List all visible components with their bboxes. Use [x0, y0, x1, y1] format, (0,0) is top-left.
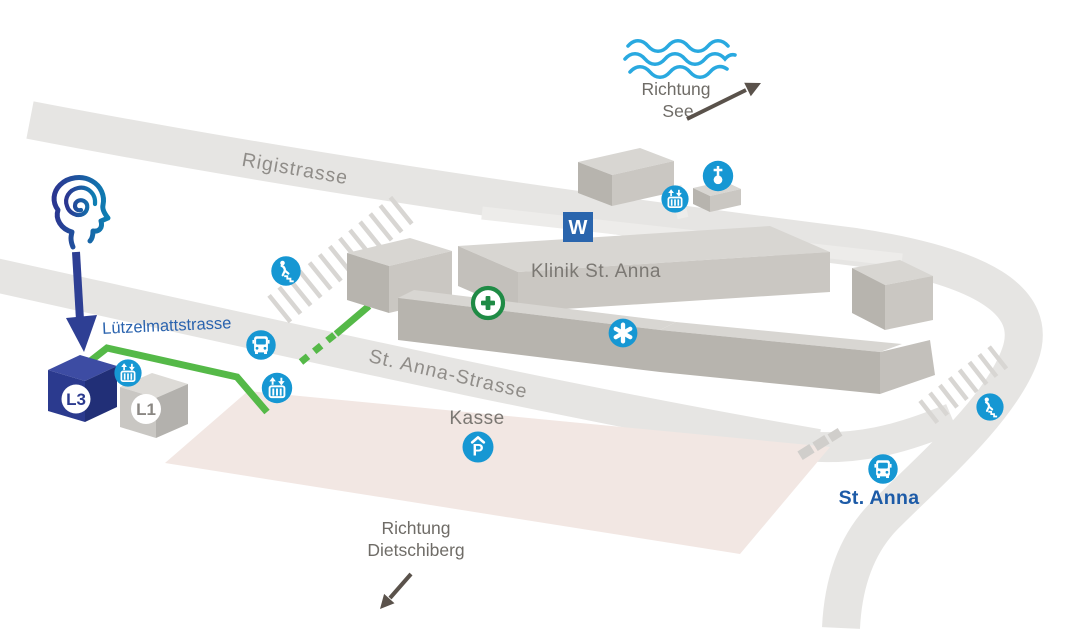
l1-badge	[131, 394, 161, 424]
south-top	[398, 290, 676, 330]
direction-see: Richtung See	[623, 38, 761, 121]
bus-stop-label: St. Anna	[839, 487, 920, 509]
l1-label: L1	[136, 400, 156, 419]
road-rigistrasse	[26, 101, 1043, 629]
bus-stop-icon	[868, 454, 898, 484]
crosswalk-hatch	[918, 344, 1009, 425]
tower-front	[852, 268, 885, 330]
dietschiberg-arrow	[380, 572, 413, 609]
bus-stop-icon	[246, 330, 276, 360]
annex-front	[347, 253, 389, 313]
road-st-anna-strasse	[0, 258, 821, 463]
direction-dietschiberg-line2: Dietschiberg	[367, 540, 464, 560]
hearing-logo	[51, 175, 111, 250]
direction-dietschiberg: Richtung Dietschiberg	[367, 518, 465, 609]
north-annex-side	[612, 161, 674, 206]
chapel-front	[693, 188, 710, 212]
parking-area	[165, 391, 830, 554]
medical-cross-icon	[470, 285, 506, 321]
pedestrian-stairs-icon	[270, 255, 302, 287]
elevator-icon	[113, 358, 143, 388]
tower-side	[885, 276, 933, 330]
direction-see-line1: Richtung	[641, 79, 710, 99]
green-path-l3	[81, 344, 270, 415]
l3-label: L3	[66, 390, 86, 409]
roads	[0, 101, 1043, 629]
pedestrian-stairs-icon	[975, 392, 1005, 422]
l1-top	[120, 373, 188, 398]
location-pointer-arrow	[66, 251, 97, 352]
water-waves-icon	[623, 38, 737, 80]
annex-top	[347, 238, 452, 266]
tower-top	[852, 260, 933, 285]
wing-end	[880, 340, 935, 394]
chapel-icon	[702, 160, 734, 192]
w-icon-label: W	[569, 217, 588, 239]
street-label-luetzelmattstrasse: Lützelmattstrasse	[102, 314, 232, 338]
green-path-to-entrance	[333, 303, 372, 337]
kasse-label: Kasse	[449, 408, 504, 429]
pedestrian-route	[81, 303, 372, 415]
green-path-crossing-dashed	[298, 329, 341, 365]
bus-vehicle	[797, 428, 843, 460]
l3-badge	[61, 384, 91, 414]
elevator-icon	[260, 371, 294, 405]
elevator-icon	[660, 184, 690, 214]
direction-dietschiberg-line1: Richtung	[381, 518, 450, 538]
north-annex-top	[578, 148, 674, 175]
see-arrow	[686, 82, 761, 121]
l3-side	[85, 366, 117, 422]
stairs-hatch	[267, 191, 419, 324]
l1-side	[156, 384, 188, 438]
ems-icon	[609, 319, 638, 348]
entrance-w: W	[563, 212, 593, 242]
south-front	[398, 298, 660, 372]
north-annex-front	[578, 162, 612, 206]
direction-see-line2: See	[662, 101, 693, 121]
building-l3: L3	[48, 355, 117, 422]
wing-top	[660, 322, 902, 352]
covered-parking-icon	[461, 430, 495, 464]
main-front	[518, 252, 830, 312]
w-icon	[563, 212, 593, 242]
building-l1: L1	[120, 373, 188, 438]
l3-top	[48, 355, 117, 381]
chapel-side	[710, 189, 741, 212]
main-top	[458, 226, 830, 272]
wing-front	[660, 330, 880, 394]
klinik-label: Klinik St. Anna	[531, 261, 661, 282]
